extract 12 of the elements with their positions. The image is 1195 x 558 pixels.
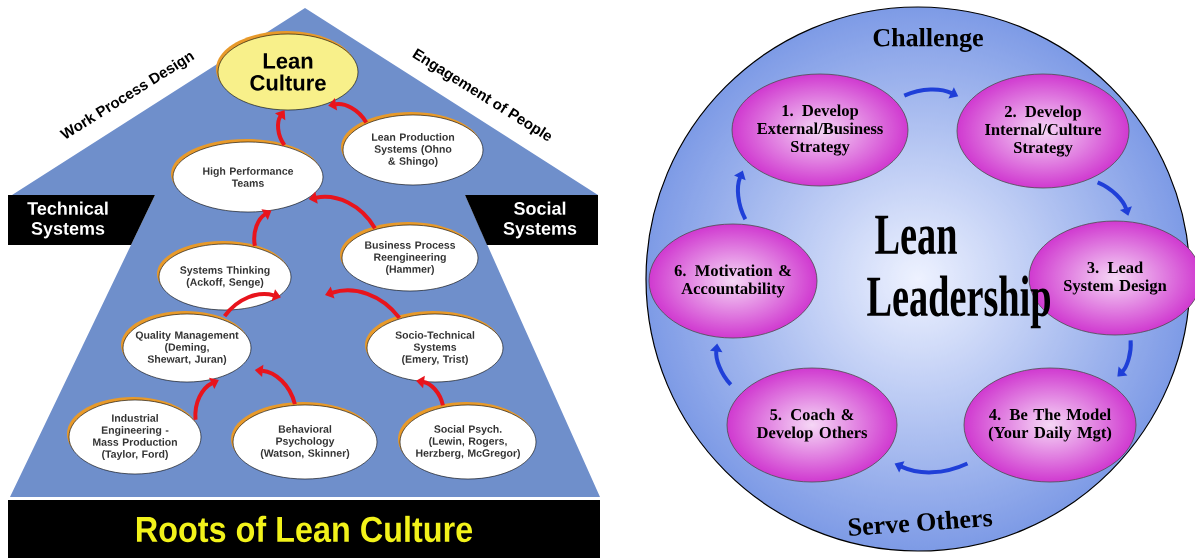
label-box: Technical Systems [8,195,155,245]
circle-label: Serve Others [848,510,993,536]
circle-diagram [645,6,1191,552]
arrow [223,289,281,318]
arrow [1096,180,1132,216]
label-box: Social Systems [465,195,598,245]
arrow [274,110,287,147]
banner: Roots of Lean Culture [8,500,600,558]
arrow [252,209,272,247]
arrow [193,377,219,420]
circle-label: Challenge [873,28,983,52]
arrow [1117,340,1133,377]
